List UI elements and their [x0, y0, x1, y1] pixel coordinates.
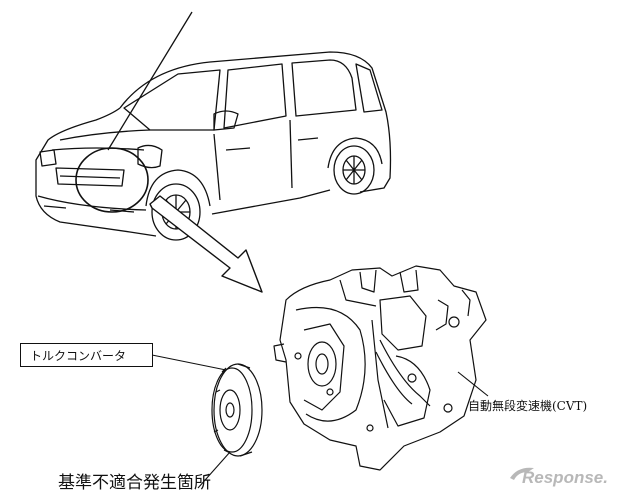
pointer-arrow — [149, 195, 263, 293]
car-illustration — [35, 11, 392, 241]
torque-converter-illustration — [211, 363, 263, 457]
leader-cvt — [457, 371, 489, 397]
torque-converter-label: トルクコンバータ — [20, 343, 153, 367]
response-watermark-logo: Response. — [510, 467, 608, 487]
nonconformity-location-label: 基準不適合発生箇所 — [58, 473, 211, 493]
leader-torque-converter — [151, 354, 227, 371]
leader-lines — [151, 354, 489, 489]
highlight-circle — [75, 147, 149, 213]
watermark-swoosh — [510, 467, 534, 480]
cvt-transmission-illustration — [273, 265, 487, 471]
leader-nonconformity — [197, 451, 231, 489]
cvt-label: 自動無段変速機(CVT) — [468, 399, 588, 413]
watermark-text: Response. — [522, 468, 608, 487]
